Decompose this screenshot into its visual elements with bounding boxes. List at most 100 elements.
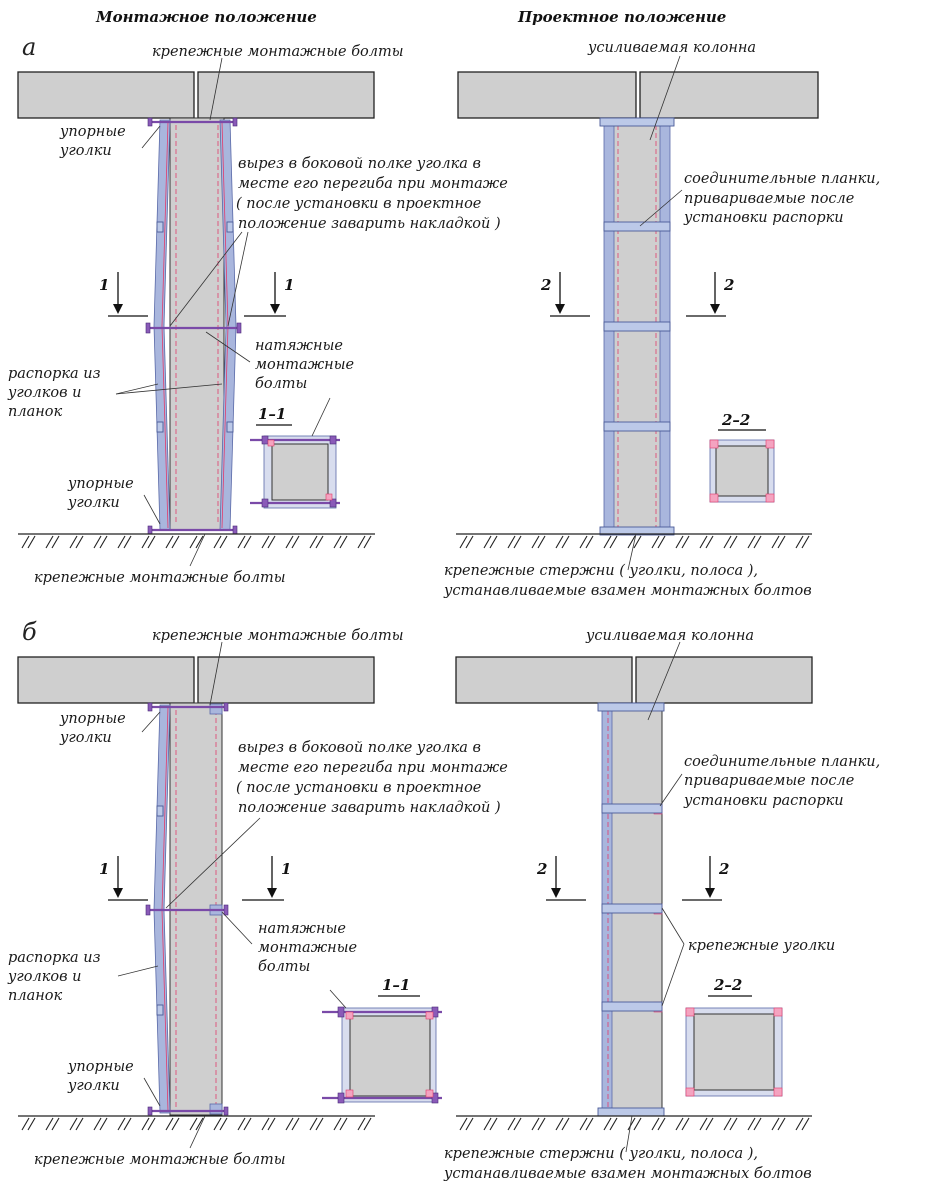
a-left-leader-bottom-bolts: [189, 533, 206, 567]
b-label-strut-3: планок: [8, 988, 62, 1004]
b-label-tension-1: натяжные: [258, 921, 346, 937]
b-left-bottom-bolt-nut-l: [147, 1106, 153, 1116]
b-label-stop-angles-bottom-2: уголки: [67, 1078, 120, 1094]
a-mounting-view: 1 1 1–1: [7, 44, 508, 586]
b-right-leader-rods: [625, 1115, 633, 1153]
a-label-cutout-2: месте его перегиба при монтаже: [238, 176, 508, 192]
b-section-1-mark-left: 1: [99, 860, 109, 878]
b-right-leader-column: [647, 641, 681, 721]
a-left-leader-strut-2: [115, 383, 223, 395]
a-left-leader-stop-top: [141, 125, 161, 149]
a-section-2-2-title: 2–2: [721, 411, 750, 429]
a-left-plate-1: [156, 221, 164, 233]
a-label-plates-2: привариваемые после: [684, 191, 854, 207]
b-label-cutout-4: положение заварить накладкой ): [238, 800, 501, 816]
variant-a: а: [7, 33, 880, 599]
b-label-plates-2: привариваемые после: [684, 773, 854, 789]
a-section-2-mark-left: 2: [540, 276, 551, 294]
a-right-plate-1: [603, 221, 671, 232]
a-label-fastening-bolts-bottom: крепежные монтажные болты: [34, 570, 286, 586]
b-left-leader-cutout: [165, 817, 261, 909]
a-label-cutout-1: вырез в боковой полке уголка в: [238, 156, 481, 172]
b-section-1-1: 1–1: [322, 976, 442, 1104]
a-label-reinforced-column: усиливаемая колонна: [587, 40, 756, 56]
b-left-leader-tension: [221, 911, 253, 945]
a-label-cutout-4: положение заварить накладкой ): [238, 216, 501, 232]
b-left-leader-stop-top: [141, 711, 161, 733]
b-label-plates-3: установки распорки: [683, 793, 844, 809]
a-left-leader-stop-bottom: [143, 494, 161, 525]
a-label-tension-3: болты: [255, 376, 307, 392]
b-left-leader-bottom-bolts: [189, 1115, 206, 1149]
b-right-plate-2: [601, 903, 663, 914]
a-label-strut-3: планок: [8, 404, 62, 420]
a-label-cutout-3: ( после установки в проектное: [236, 196, 481, 212]
a-label-tension-1: натяжные: [255, 338, 343, 354]
a-label-strut-1: распорка из: [8, 366, 101, 382]
b-right-plate-3: [601, 1001, 663, 1012]
a-left-top-bolt-nut-r: [232, 117, 238, 127]
b-right-leader-angles-2: [661, 943, 685, 1007]
a-section-1-1: 1–1: [250, 405, 340, 509]
a-section-1-1-title: 1–1: [258, 405, 286, 423]
b-left-right-angle-top: [209, 703, 223, 715]
a-left-mid-bolt-nut-l: [145, 322, 151, 334]
b-left-leader-top-bolts: [209, 641, 223, 706]
b-label-stop-angles-top-2: уголки: [59, 730, 112, 746]
a-right-leader-rods: [627, 533, 637, 571]
a-label-rods-2: устанавливаемые взамен монтажных болтов: [443, 583, 812, 599]
b-right-slab-part-1: [455, 656, 633, 704]
b-label-stop-angles-top-1: упорные: [59, 711, 126, 727]
b-mounting-view: 1 1 1–1: [7, 628, 508, 1168]
a-left-leader-section: [311, 397, 331, 437]
b-label-cutout-1: вырез в боковой полке уголка в: [238, 740, 481, 756]
a-label-strut-2: уголков и: [7, 385, 81, 401]
b-left-mid-bolt-nut-l: [145, 904, 151, 916]
a-left-slab-part-2: [197, 71, 375, 119]
b-label-fastening-angles: крепежные уголки: [688, 938, 835, 954]
a-label-stop-angles-bottom-1: упорные: [67, 476, 134, 492]
b-left-bottom-bolt-nut-r: [223, 1106, 229, 1116]
b-design-view: 2 2 2–2: [443, 628, 880, 1182]
a-right-slab-part-2: [639, 71, 819, 119]
b-label-reinforced-column: усиливаемая колонна: [585, 628, 754, 644]
b-label-rods-1: крепежные стержни ( уголки, полоса ),: [444, 1146, 758, 1162]
a-left-slab-part-1: [17, 71, 195, 119]
a-right-plate-2: [603, 321, 671, 332]
a-label-stop-angles-top-1: упорные: [59, 124, 126, 140]
b-label-tension-3: болты: [258, 959, 310, 975]
variant-a-letter: а: [22, 33, 36, 61]
a-label-stop-angles-top-2: уголки: [59, 143, 112, 159]
b-right-plate-1: [601, 803, 663, 814]
a-left-ground-hatch: [21, 535, 372, 549]
a-left-plate-3: [226, 221, 234, 233]
a-right-leader-plates: [639, 189, 683, 227]
a-label-fastening-bolts-top: крепежные монтажные болты: [152, 44, 404, 60]
b-label-strut-2: уголков и: [7, 969, 81, 985]
a-right-leader-column: [649, 55, 681, 141]
header-design-position: Проектное положение: [517, 8, 726, 26]
a-right-top-rod: [599, 117, 675, 127]
a-left-leader-cutout-2: [227, 231, 249, 327]
b-left-slab-part-1: [17, 656, 195, 704]
b-left-leader-stop-bottom: [143, 1077, 161, 1107]
a-section-2-2: 2–2: [709, 411, 775, 503]
a-right-ground-hatch: [459, 535, 810, 549]
b-left-ground-hatch: [21, 1117, 372, 1131]
b-label-rods-2: устанавливаемые взамен монтажных болтов: [443, 1166, 812, 1182]
b-section-2-marker-left: 2: [536, 856, 586, 901]
b-section-2-mark-right: 2: [718, 860, 729, 878]
b-section-2-2: 2–2: [685, 976, 783, 1097]
b-section-2-marker-right: 2: [682, 856, 729, 901]
b-section-1-mark-right: 1: [281, 860, 291, 878]
b-left-plate-2: [156, 1004, 164, 1016]
a-section-2-mark-right: 2: [723, 276, 734, 294]
b-label-tension-2: монтажные: [258, 940, 357, 956]
b-left-top-bolt-nut-l: [147, 702, 153, 712]
variant-b-letter: б: [22, 618, 37, 646]
a-right-plate-3: [603, 421, 671, 432]
b-label-plates-1: соединительные планки,: [684, 754, 880, 770]
a-label-rods-1: крепежные стержни ( уголки, полоса ),: [444, 563, 758, 579]
a-design-view: 2 2 2–2 уси: [443, 40, 880, 599]
b-right-slab-part-2: [635, 656, 813, 704]
